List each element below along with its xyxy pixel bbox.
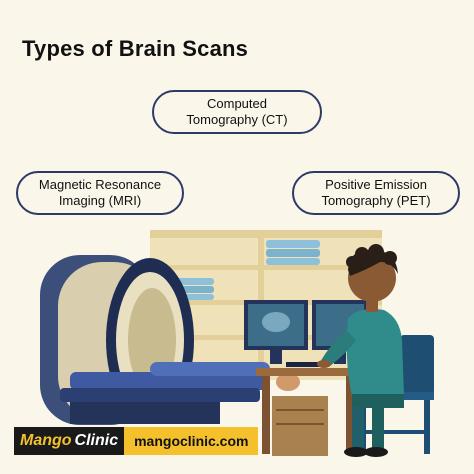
scan-type-ct: Computed Tomography (CT) — [152, 90, 322, 134]
scan-type-mri: Magnetic Resonance Imaging (MRI) — [16, 171, 184, 215]
desk — [256, 368, 358, 456]
brand-name-part1: Mango — [20, 432, 72, 449]
scan-type-mri-line2: Imaging (MRI) — [58, 193, 142, 208]
scan-type-pet-line2: Tomography (PET) — [321, 193, 431, 208]
scan-type-ct-line1: Computed — [207, 96, 267, 111]
scan-type-ct-line2: Tomography (CT) — [186, 112, 288, 127]
patient-figure — [150, 362, 300, 391]
scan-type-pet-line1: Positive Emission — [325, 177, 427, 192]
scan-type-mri-line1: Magnetic Resonance — [38, 177, 162, 192]
brand-name-part2: Clinic — [74, 432, 119, 449]
doctor-figure — [317, 244, 404, 457]
page-title: Types of Brain Scans — [22, 36, 249, 61]
scan-type-pet: Positive Emission Tomography (PET) — [292, 171, 460, 215]
website-link[interactable]: mangoclinic.com — [124, 427, 259, 455]
